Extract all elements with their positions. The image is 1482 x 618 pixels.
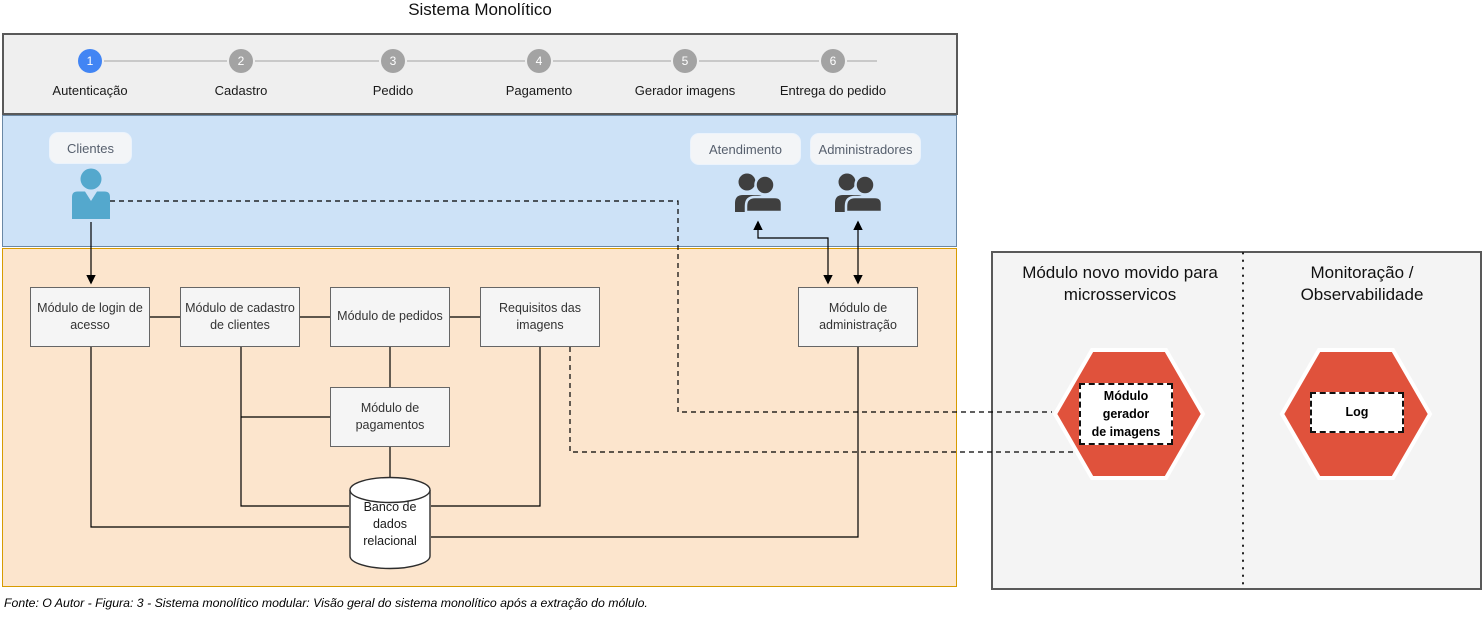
module-login-box: Módulo de login de acesso xyxy=(30,287,150,347)
step-label-pagamento: Pagamento xyxy=(505,83,573,98)
module-pagamentos-box: Módulo de pagamentos xyxy=(330,387,450,447)
step-connector xyxy=(255,60,379,62)
step-connector xyxy=(553,60,671,62)
clientes-label: Clientes xyxy=(50,133,131,163)
step-label-entrega-do-pedido: Entrega do pedido xyxy=(779,83,887,98)
module-requisitos-box: Requisitos das imagens xyxy=(480,287,600,347)
stepper-band xyxy=(2,33,958,115)
step-label-cadastro: Cadastro xyxy=(214,83,268,98)
step-connector xyxy=(847,60,877,62)
administradores-label: Administradores xyxy=(811,134,920,164)
hexagon-log-label: Log xyxy=(1310,392,1404,433)
step-circle-4: 4 xyxy=(527,49,551,73)
step-label-pedido: Pedido xyxy=(372,83,414,98)
step-circle-1: 1 xyxy=(78,49,102,73)
module-administracao-box: Módulo de administração xyxy=(798,287,918,347)
panel-title-observability: Monitoração / Observabilidade xyxy=(1300,263,1424,305)
figure-caption: Fonte: O Autor - Figura: 3 - Sistema mon… xyxy=(4,596,648,610)
step-connector xyxy=(699,60,819,62)
page-title: Sistema Monolítico xyxy=(408,0,552,19)
module-cadastro-box: Módulo de cadastro de clientes xyxy=(180,287,300,347)
step-circle-6: 6 xyxy=(821,49,845,73)
hexagon-module-gerador-label: Módulo gerador de imagens xyxy=(1079,383,1173,445)
step-label-gerador-imagens: Gerador imagens xyxy=(634,83,736,98)
step-circle-2: 2 xyxy=(229,49,253,73)
module-pedidos-box: Módulo de pedidos xyxy=(330,287,450,347)
step-label-autenticacao: Autenticação xyxy=(52,83,128,98)
step-connector xyxy=(407,60,525,62)
database-label: Banco de dados relacional xyxy=(363,500,417,548)
step-circle-3: 3 xyxy=(381,49,405,73)
atendimento-label: Atendimento xyxy=(691,134,800,164)
step-connector xyxy=(104,60,227,62)
panel-title-microservices: Módulo novo movido para microsservicos xyxy=(1022,263,1218,305)
step-circle-5: 5 xyxy=(673,49,697,73)
